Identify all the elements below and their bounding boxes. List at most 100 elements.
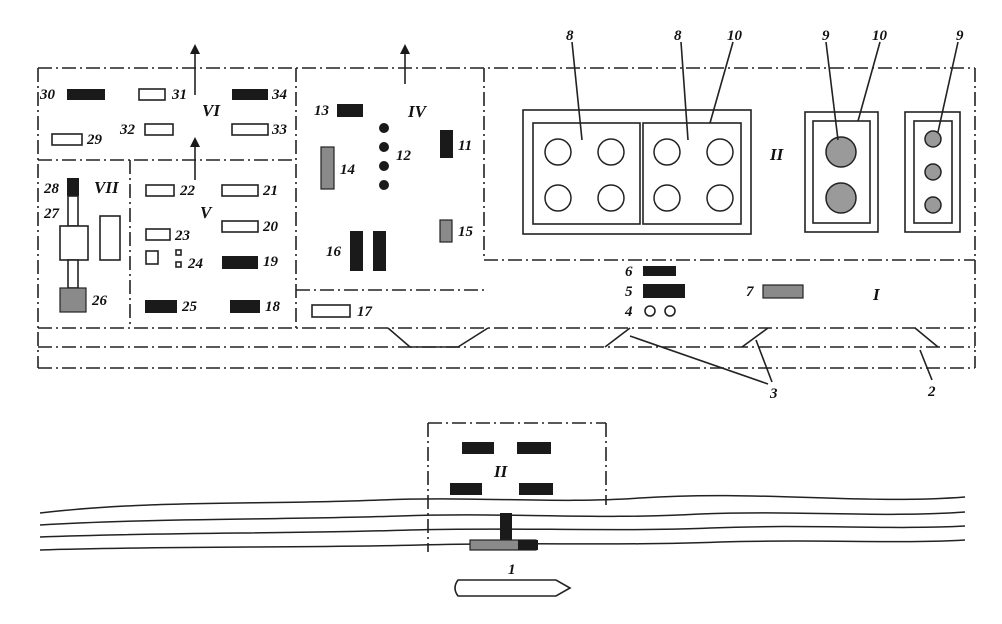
lower-building [517, 442, 551, 454]
label-31: 31 [171, 87, 187, 103]
label-1: 1 [508, 562, 516, 578]
building-23 [145, 228, 171, 241]
tank-9 [825, 136, 857, 168]
label-33: 33 [271, 122, 288, 138]
label-6: 6 [625, 264, 633, 280]
label-10: 10 [872, 28, 888, 44]
label-25: 25 [181, 299, 198, 315]
building-24-a [145, 250, 159, 265]
lower-zone-ii: II [427, 422, 607, 552]
building-14 [320, 146, 335, 190]
building-21 [221, 184, 259, 197]
lower-building [450, 483, 482, 495]
tank [544, 138, 572, 166]
zone-label-iv: IV [407, 102, 428, 121]
tank [706, 184, 734, 212]
zone-partitions [38, 68, 975, 328]
zone-label-vii: VII [94, 178, 120, 197]
exit-arrows [190, 44, 410, 180]
label-26: 26 [91, 293, 108, 309]
building-24-b [175, 249, 182, 256]
item-12-dot [379, 142, 389, 152]
building-22 [145, 184, 175, 197]
tank-group-8-right [642, 122, 742, 225]
label-28: 28 [43, 181, 60, 197]
label-29: 29 [86, 132, 103, 148]
label-10: 10 [727, 28, 743, 44]
building-27-pipe-top [67, 195, 79, 227]
label-14: 14 [340, 162, 356, 178]
zone-iv: 13 IV 11 12 14 15 16 17 [311, 102, 474, 320]
label-3: 3 [769, 386, 778, 402]
building-33 [231, 123, 269, 136]
label-8: 8 [674, 28, 682, 44]
building-27-pipe-bottom [67, 259, 79, 289]
zone-label-ii-lower: II [493, 462, 509, 481]
building-16-a [350, 231, 363, 271]
building-18 [230, 300, 260, 313]
label-17: 17 [357, 304, 373, 320]
label-22: 22 [179, 183, 196, 199]
dike-right-inner [913, 120, 953, 224]
tank-9-small [924, 163, 942, 181]
tank [706, 138, 734, 166]
label-8: 8 [566, 28, 574, 44]
building-31 [138, 88, 166, 101]
building-24-c [175, 261, 182, 268]
zone-label-v: V [200, 203, 213, 222]
building-7 [762, 284, 804, 299]
label-21: 21 [262, 183, 278, 199]
label-2: 2 [927, 384, 936, 400]
zone-label-ii: II [769, 145, 785, 164]
site-boundary [37, 67, 976, 369]
label-20: 20 [262, 219, 279, 235]
zone-v: 22 21 V 20 23 24 19 25 18 [145, 183, 281, 315]
label-34: 34 [271, 87, 288, 103]
label-9: 9 [822, 28, 830, 44]
pier-deck-end [518, 540, 538, 550]
building-26 [59, 287, 87, 313]
building-17 [311, 304, 351, 318]
label-18: 18 [265, 299, 281, 315]
building-16-b [373, 231, 386, 271]
lower-building [462, 442, 494, 454]
tank [544, 184, 572, 212]
lower-building [519, 483, 553, 495]
item-4-circle [664, 305, 676, 317]
tank [597, 184, 625, 212]
label-30: 30 [39, 87, 56, 103]
tank [653, 184, 681, 212]
label-32: 32 [119, 122, 136, 138]
dike-right-outer [904, 111, 961, 233]
building-27 [59, 225, 89, 261]
label-12: 12 [396, 148, 412, 164]
building-32 [144, 123, 174, 136]
tank-9-small [924, 196, 942, 214]
building-15 [439, 219, 453, 243]
dike-10-middle-inner [812, 120, 871, 224]
zone-vii: 28 VII 27 26 [43, 178, 121, 313]
building-25 [145, 300, 177, 313]
main-road [38, 327, 975, 348]
label-9: 9 [956, 28, 964, 44]
item-12-dot [379, 161, 389, 171]
label-7: 7 [746, 284, 754, 300]
vessel-1: 1 [454, 562, 572, 597]
zone-vi: 30 31 34 VI 32 33 29 [39, 87, 288, 148]
item-4-circle [644, 305, 656, 317]
label-4: 4 [624, 304, 633, 320]
tank-group-8-left [532, 122, 641, 225]
zone-label-vi: VI [202, 101, 221, 120]
pier-stem [500, 513, 512, 541]
tank-9 [825, 182, 857, 214]
building-vii-side [99, 215, 121, 261]
building-11 [440, 130, 453, 158]
dike-10-middle-outer [804, 111, 879, 233]
item-12-dot [379, 123, 389, 133]
dike-10-outer [522, 109, 752, 235]
zone-label-i: I [872, 285, 881, 304]
label-19: 19 [263, 254, 279, 270]
tank-9-small [924, 130, 942, 148]
label-27: 27 [43, 206, 60, 222]
